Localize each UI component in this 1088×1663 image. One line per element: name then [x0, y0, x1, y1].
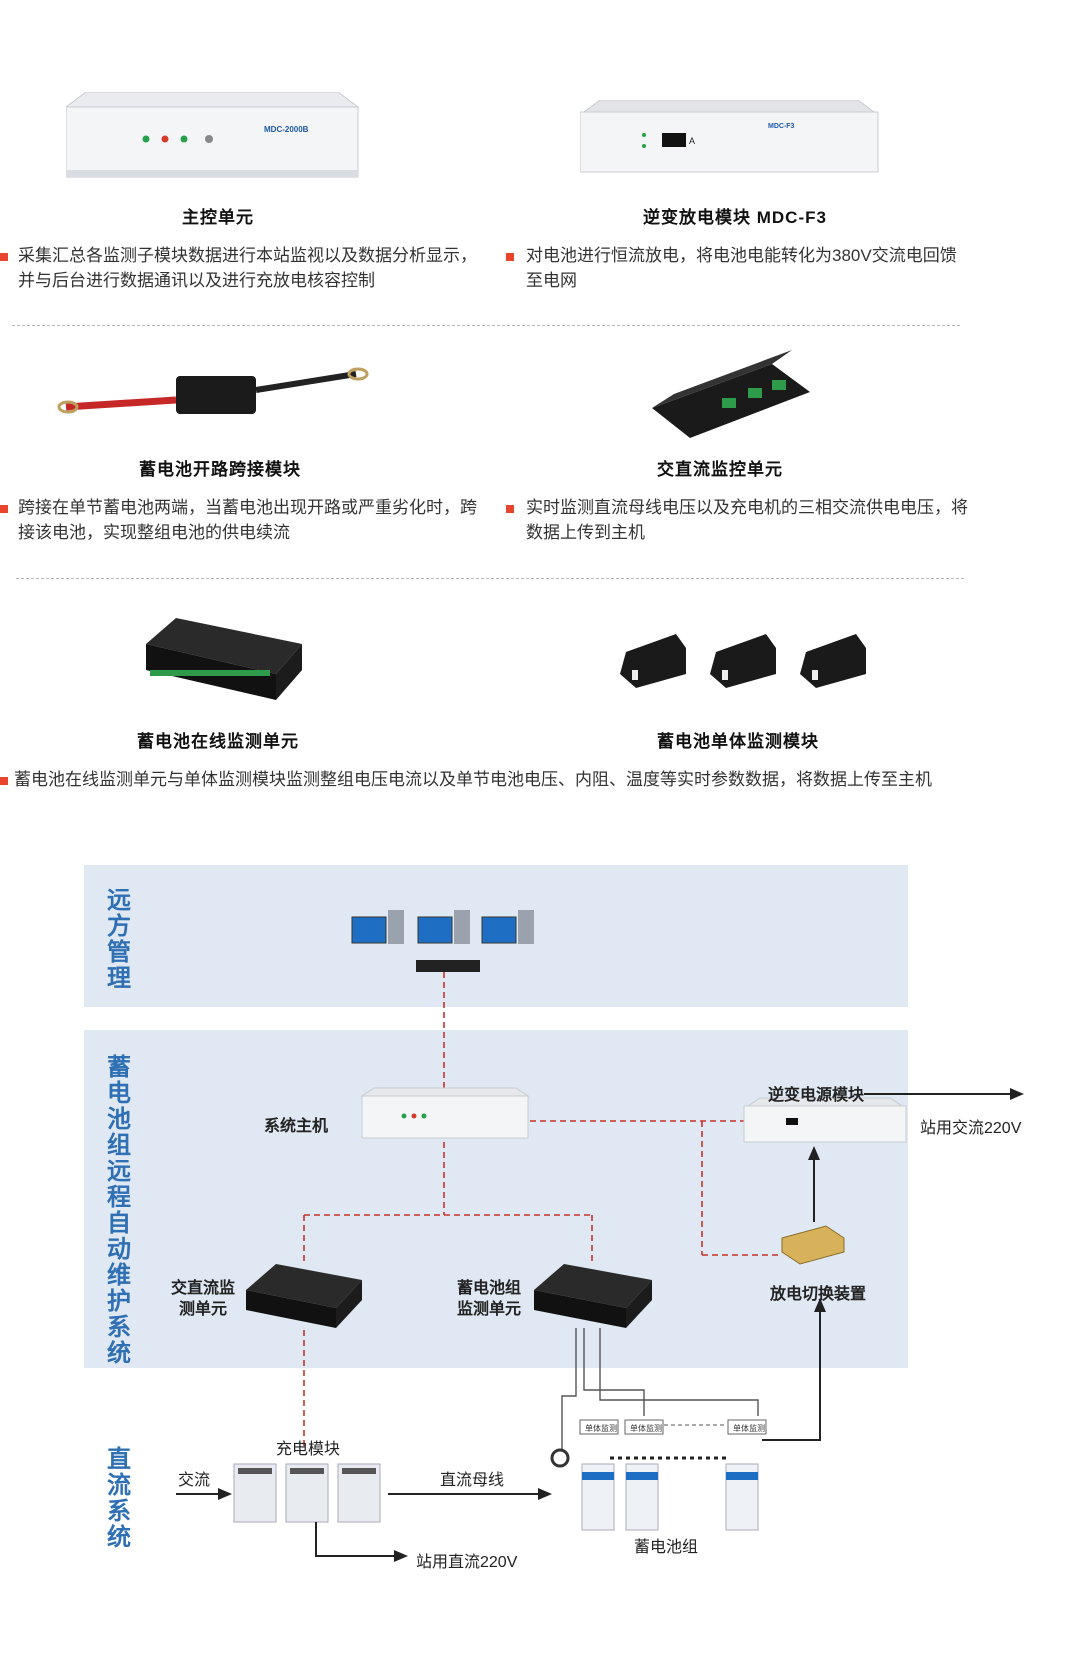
- open-circuit-bridge-module-image: [57, 367, 369, 414]
- band-label-dc-system: 直流系统: [107, 1446, 131, 1551]
- arrow-up-icon: [814, 1298, 826, 1312]
- divider: [16, 578, 964, 579]
- label-battery-group: 蓄电池组: [634, 1539, 699, 1556]
- product-desc-inverter: 对电池进行恒流放电，将电池电能转化为380V交流电回馈至电网: [506, 243, 972, 293]
- label-switch-device: 放电切换装置: [770, 1286, 867, 1303]
- arrow-up-icon: [808, 1146, 820, 1160]
- main-unit-panel-text: MDC-2000B: [264, 125, 309, 134]
- acdc-monitor-device: [246, 1264, 362, 1328]
- inverter-module-image: A MDC-F3: [580, 100, 879, 173]
- cell-monitor-label: 单体监测: [630, 1423, 662, 1433]
- inverter-panel-text: MDC-F3: [768, 123, 795, 130]
- product-title-main-control: 主控单元: [182, 208, 254, 227]
- product-title-online-monitor: 蓄电池在线监测单元: [137, 732, 299, 751]
- label-charger: 充电模块: [276, 1441, 341, 1458]
- band-label-maintenance: 蓄电池组远程自动维护系统: [107, 1054, 131, 1367]
- arrow-right-icon: [538, 1488, 552, 1500]
- switch-device: [781, 1225, 845, 1265]
- current-sensor-icon: [550, 1448, 570, 1468]
- arrow-right-icon: [218, 1488, 232, 1500]
- system-host-device: [360, 1087, 530, 1139]
- product-desc-acdc: 实时监测直流母线电压以及充电机的三相交流供电电压，将数据上传到主机: [506, 495, 972, 545]
- bullet-icon: [506, 252, 514, 261]
- product-desc-bridge: 跨接在单节蓄电池两端，当蓄电池出现开路或严重劣化时，跨接该电池，实现整组电池的供…: [0, 495, 478, 545]
- computer-icon: [351, 910, 404, 944]
- charger-module-icon: [233, 1463, 277, 1523]
- computer-icon: [417, 910, 470, 944]
- label-dc-out: 站用直流220V: [416, 1554, 518, 1571]
- product-desc-main-control: 采集汇总各监测子模块数据进行本站监视以及数据分析显示，并与后台进行数据通讯以及进…: [0, 243, 478, 293]
- bullet-icon: [0, 504, 8, 513]
- main-control-unit-image: MDC-2000B: [66, 92, 360, 178]
- computer-icon: [481, 910, 534, 944]
- battery-icon: [625, 1463, 659, 1531]
- band-label-remote: 远方管理: [107, 887, 131, 992]
- charger-module-icon: [285, 1463, 329, 1523]
- product-title-bridge: 蓄电池开路跨接模块: [139, 460, 301, 479]
- battery-cell-monitor-image: [620, 634, 866, 688]
- battery-monitor-device: [534, 1264, 652, 1328]
- cell-monitor-label: 单体监测: [585, 1423, 617, 1433]
- bullet-icon: [506, 504, 514, 513]
- battery-icon: [581, 1463, 615, 1531]
- product-title-inverter: 逆变放电模块 MDC-F3: [643, 208, 827, 227]
- label-ac-out: 站用交流220V: [920, 1120, 1022, 1137]
- cell-monitor-label: 单体监测: [733, 1423, 765, 1433]
- bullet-icon: [0, 776, 8, 785]
- label-system-host: 系统主机: [264, 1118, 329, 1135]
- arrow-right-icon: [1010, 1088, 1024, 1100]
- inverter-device: [743, 1097, 907, 1143]
- acdc-monitor-unit-image: [652, 350, 810, 438]
- arrow-right-icon: [394, 1550, 408, 1562]
- system-diagram: 单体监测 单体监测 单体监测: [176, 910, 1024, 1562]
- label-dc-bus: 直流母线: [440, 1472, 505, 1489]
- svg-text:A: A: [689, 136, 695, 146]
- label-acdc-unit: 交直流监测单元: [170, 1280, 235, 1318]
- label-ac-in: 交流: [178, 1472, 211, 1489]
- network-switch-icon: [416, 960, 480, 972]
- label-inverter: 逆变电源模块: [768, 1087, 865, 1104]
- divider: [12, 325, 960, 326]
- band-battery-maintenance: [84, 1030, 908, 1368]
- charger-module-icon: [337, 1463, 381, 1523]
- bottom-desc: 蓄电池在线监测单元与单体监测模块监测整组电压电流以及单节电池电压、内阻、温度等实…: [0, 767, 1000, 792]
- product-title-acdc: 交直流监控单元: [657, 460, 783, 479]
- battery-online-monitor-image: [146, 618, 302, 700]
- bullet-icon: [0, 252, 8, 261]
- label-battery-unit: 蓄电池组监测单元: [456, 1280, 521, 1318]
- product-title-cell-monitor: 蓄电池单体监测模块: [657, 732, 819, 751]
- battery-icon: [725, 1463, 759, 1531]
